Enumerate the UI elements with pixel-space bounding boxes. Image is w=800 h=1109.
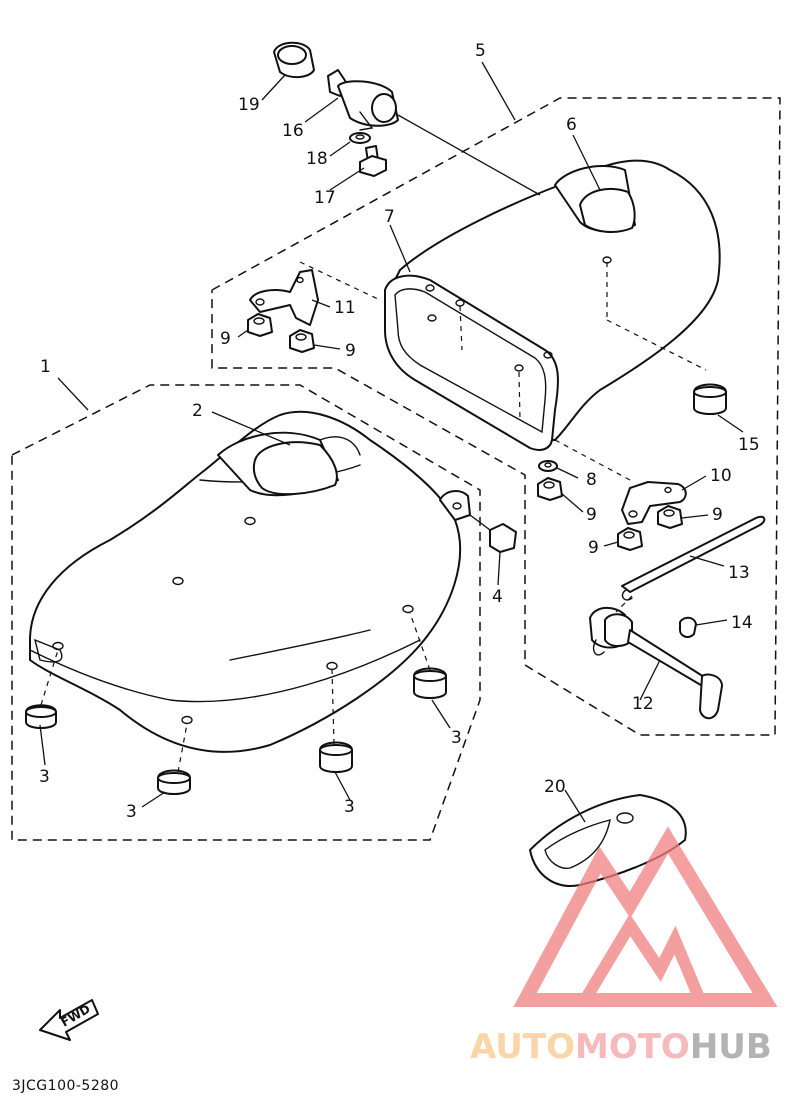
callout-19: 19 — [238, 95, 260, 115]
callout-14: 14 — [731, 613, 753, 633]
damper-15-part — [693, 383, 727, 415]
screw-17-part — [359, 145, 387, 177]
callout-9-e: 9 — [588, 538, 599, 558]
callout-2: 2 — [192, 401, 203, 421]
callout-18: 18 — [306, 149, 328, 169]
bracket-10-part — [554, 439, 687, 525]
rod-13-part — [621, 515, 766, 601]
watermark-text: AUTOMOTOHUB — [470, 1027, 772, 1067]
callout-3-c: 3 — [344, 797, 355, 817]
callout-7: 7 — [384, 207, 395, 227]
leader-lines — [39, 61, 744, 823]
forward-direction-arrow: FWD — [39, 999, 99, 1041]
callout-3-a: 3 — [39, 767, 50, 787]
watermark-mountain-icon — [513, 826, 778, 1007]
damper-center-left — [157, 723, 191, 795]
callout-20: 20 — [544, 777, 566, 797]
callout-16: 16 — [282, 121, 304, 141]
lock-assembly-12-part — [589, 595, 723, 720]
callout-3-d: 3 — [451, 728, 462, 748]
nut-parts-upper — [247, 313, 315, 353]
callout-1: 1 — [40, 357, 51, 377]
seat-strap-part — [217, 431, 361, 497]
callout-labels: 1 2 3 3 3 3 3 4 5 6 7 8 9 9 9 9 9 9 10 1… — [39, 41, 760, 822]
damper-center-right — [319, 669, 353, 773]
callout-6: 6 — [566, 115, 577, 135]
cover-20-part — [529, 794, 687, 887]
callout-13: 13 — [728, 563, 750, 583]
callout-12: 12 — [632, 694, 654, 714]
seat-bolt-part — [439, 490, 517, 553]
callout-4: 4 — [492, 587, 503, 607]
callout-3-b: 3 — [126, 802, 137, 822]
callout-9-b: 9 — [345, 341, 356, 361]
collar-14-part — [679, 616, 697, 638]
callout-9-c: 9 — [586, 505, 597, 525]
bracket-11-part — [249, 261, 381, 326]
callout-9-a: 9 — [220, 329, 231, 349]
callout-8: 8 — [586, 470, 597, 490]
assembly-outline-rear-seat — [211, 97, 781, 736]
damper-parts — [25, 612, 447, 795]
callout-10: 10 — [710, 466, 732, 486]
washer-18-part — [349, 132, 371, 144]
main-seat-part — [29, 410, 462, 753]
hardware-middle — [537, 460, 683, 551]
damper-right — [409, 612, 447, 699]
watermark-logo: AUTOMOTOHUB — [470, 826, 778, 1067]
callout-11: 11 — [334, 298, 356, 318]
tail-rail-part — [384, 274, 559, 451]
assembly-outline-main-seat — [11, 384, 481, 841]
callout-15: 15 — [738, 435, 760, 455]
lock-cylinder-16-part — [327, 69, 541, 196]
callout-9-d: 9 — [712, 505, 723, 525]
cap-19-part — [273, 41, 315, 78]
damper-left — [25, 649, 59, 729]
callout-5: 5 — [475, 41, 486, 61]
drawing-code: 3JCG100-5280 — [12, 1078, 119, 1094]
callout-17: 17 — [314, 188, 336, 208]
